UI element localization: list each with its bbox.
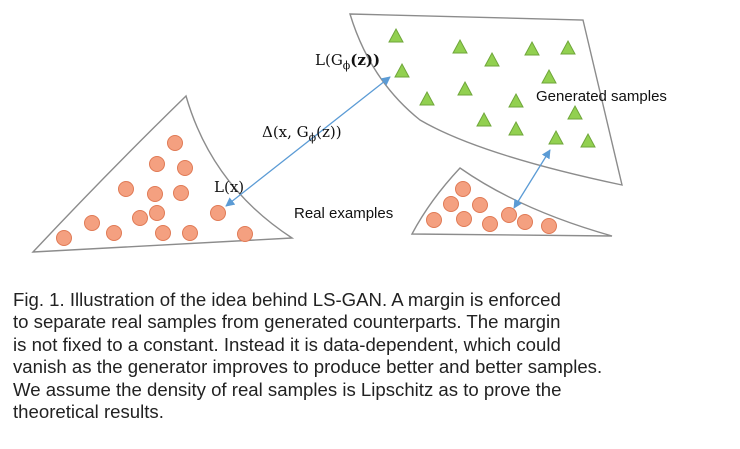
real-sample-circle bbox=[182, 225, 198, 241]
margin-arrow-right bbox=[513, 149, 551, 209]
real-sample-circle bbox=[155, 225, 171, 241]
generated-sample-triangle bbox=[508, 92, 524, 108]
generated-sample-triangle bbox=[394, 62, 410, 78]
generated-sample-triangle bbox=[484, 51, 500, 67]
caption-line: to separate real samples from generated … bbox=[13, 311, 561, 333]
real-sample-circle bbox=[177, 160, 193, 176]
real-region-outline bbox=[31, 94, 295, 253]
real-sample-circle bbox=[517, 214, 533, 230]
generated-sample-triangle bbox=[457, 80, 473, 96]
generated-sample-triangle bbox=[580, 132, 596, 148]
generated-region-outline bbox=[349, 13, 623, 186]
caption-line: Fig. 1. Illustration of the idea behind … bbox=[13, 289, 561, 310]
real-sample-circle bbox=[167, 135, 183, 151]
real-samples-large bbox=[56, 135, 253, 246]
generated-sample-triangle bbox=[548, 129, 564, 145]
real-sample-circle bbox=[443, 196, 459, 212]
generated-sample-triangle bbox=[560, 39, 576, 55]
generated-samples-label: Generated samples bbox=[536, 88, 667, 105]
real-sample-circle bbox=[56, 230, 72, 246]
real-sample-circle bbox=[106, 225, 122, 241]
real-sample-circle bbox=[472, 197, 488, 213]
ls-gan-diagram: L(Gϕ(z)) Δ(x, Gϕ(z)) L(x) Generated samp… bbox=[31, 13, 667, 253]
generated-sample-triangle bbox=[508, 120, 524, 136]
generated-sample-triangle bbox=[541, 68, 557, 84]
real-examples-small-region-outline bbox=[410, 167, 613, 237]
loss-real-label: L(x) bbox=[214, 178, 244, 196]
caption-line: is not fixed to a constant. Instead it i… bbox=[13, 333, 561, 355]
figure-caption: Fig. 1. Illustration of the idea behind … bbox=[13, 289, 729, 423]
real-sample-circle bbox=[84, 215, 100, 231]
real-sample-circle bbox=[482, 216, 498, 232]
generated-sample-triangle bbox=[388, 27, 404, 43]
caption-line: theoretical results. bbox=[13, 401, 164, 423]
real-sample-circle bbox=[147, 186, 163, 202]
generated-samples bbox=[388, 27, 596, 148]
loss-generated-label: L(Gϕ(z)) bbox=[315, 51, 380, 72]
generated-sample-triangle bbox=[419, 90, 435, 106]
generated-sample-triangle bbox=[524, 40, 540, 56]
real-sample-circle bbox=[541, 218, 557, 234]
generated-sample-triangle bbox=[567, 104, 583, 120]
real-sample-circle bbox=[210, 205, 226, 221]
caption-line: vanish as the generator improves to prod… bbox=[13, 356, 603, 378]
real-sample-circle bbox=[456, 211, 472, 227]
margin-arrow-left bbox=[225, 76, 391, 207]
real-sample-circle bbox=[149, 205, 165, 221]
generated-sample-triangle bbox=[452, 38, 468, 54]
real-sample-circle bbox=[426, 212, 442, 228]
real-examples-label: Real examples bbox=[294, 205, 393, 222]
margin-delta-label: Δ(x, Gϕ(z)) bbox=[262, 123, 342, 144]
real-sample-circle bbox=[501, 207, 517, 223]
real-sample-circle bbox=[132, 210, 148, 226]
real-sample-circle bbox=[173, 185, 189, 201]
real-sample-circle bbox=[237, 226, 253, 242]
caption-line: We assume the density of real samples is… bbox=[13, 378, 562, 400]
real-samples-small bbox=[426, 181, 557, 234]
real-sample-circle bbox=[118, 181, 134, 197]
real-sample-circle bbox=[455, 181, 471, 197]
generated-sample-triangle bbox=[476, 111, 492, 127]
real-sample-circle bbox=[149, 156, 165, 172]
